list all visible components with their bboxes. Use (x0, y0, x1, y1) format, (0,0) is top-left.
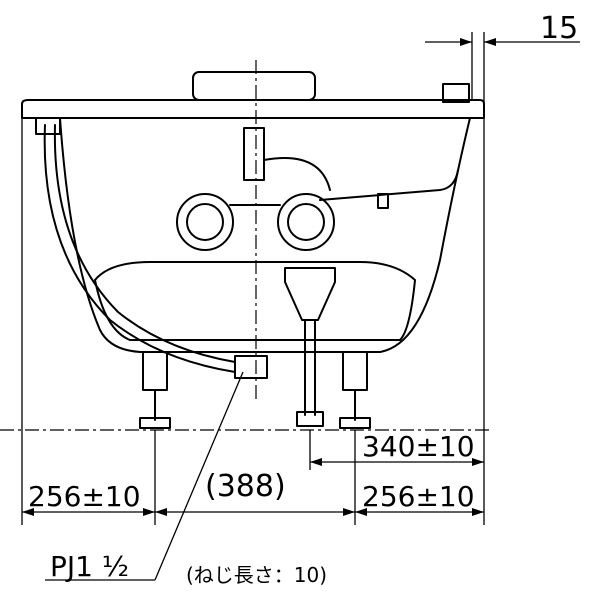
dim340-arrow-a (310, 458, 322, 466)
label-leader (154, 371, 244, 581)
leg-right-foot (339, 417, 371, 429)
jet-right-inner (287, 203, 325, 241)
dim-left-leg: 256±10 (28, 480, 141, 513)
drain-outlet (234, 355, 268, 379)
dim-drain-span: (388) (205, 469, 286, 504)
right-pipe (319, 169, 459, 201)
dim-b-arrow2 (143, 508, 155, 516)
right-pipe-joint (377, 193, 389, 209)
top-unit (192, 71, 316, 101)
dim15-arrow-b (484, 38, 496, 46)
jet-right (277, 193, 335, 251)
hose-left-b (53, 124, 236, 363)
hose-left-a (43, 124, 236, 373)
hose-fitting (35, 117, 61, 135)
jet-left (176, 193, 234, 251)
drain-foot (296, 411, 324, 427)
dim-b-arrow4 (343, 508, 355, 516)
jet-left-inner (186, 203, 224, 241)
thread-length-note: (ねじ長さ：10) (186, 563, 327, 587)
pump (243, 127, 265, 181)
leg-left (142, 351, 168, 391)
dim-b-arrow1 (22, 508, 34, 516)
leg-left-foot (139, 417, 171, 429)
dim-b-arrow3 (155, 508, 167, 516)
dim15-arrow-a (460, 38, 472, 46)
leg-right (342, 351, 368, 391)
drain-funnel (284, 267, 336, 321)
rim-fitting (442, 83, 470, 103)
dim-leg-spacing: 340±10 (362, 430, 475, 463)
pipe-thread-label: PJ1 ½ (50, 550, 129, 583)
tub-inner (94, 261, 416, 341)
dim340-arrow-b (472, 458, 484, 466)
tub-rim (21, 99, 485, 119)
dim-top-offset: 15 (540, 11, 578, 46)
pump-cover (263, 157, 331, 191)
dim-b-arrow6 (472, 508, 484, 516)
dim-b-arrow5 (355, 508, 367, 516)
dim-right-leg: 256±10 (362, 480, 475, 513)
